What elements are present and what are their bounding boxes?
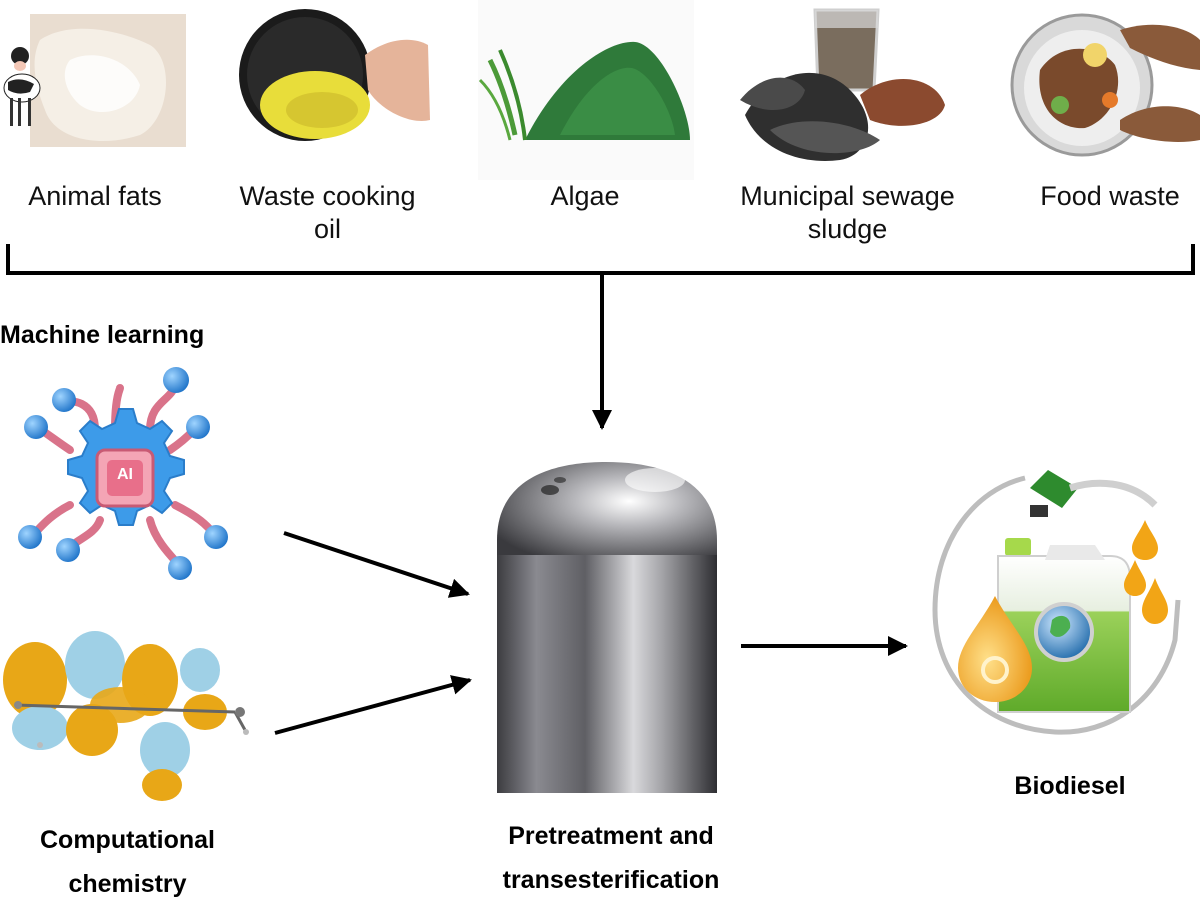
machine-learning-label: Machine learning: [0, 321, 205, 349]
biodiesel-canister-icon: [932, 470, 1181, 735]
cow-and-fat-photo: [3, 14, 186, 147]
biodiesel-label: Biodiesel: [1014, 772, 1126, 800]
feedstock-label-algae: Algae: [550, 181, 620, 211]
molecular-orbital-icon: [3, 631, 249, 801]
sewage-sludge-photo: [740, 8, 945, 161]
food-waste-plate-photo: [1010, 13, 1200, 157]
arrow-ml-to-reactor: [283, 531, 470, 598]
ai-gear-icon: [18, 367, 228, 580]
feedstock-label-animal-fats: Animal fats: [28, 181, 162, 211]
feedstock-bracket: [6, 244, 1195, 275]
computational-chemistry-label: Computational chemistry: [40, 826, 215, 898]
reactor-vessel-icon: [497, 462, 717, 793]
cooking-oil-pan-photo: [239, 9, 430, 141]
feedstock-label-municipal-sewage-sludge: Municipal sewage sludge: [740, 181, 955, 244]
feedstock-label-waste-cooking-oil: Waste cooking oil: [239, 181, 416, 244]
ai-chip-label: AI: [117, 466, 133, 483]
algae-powder-photo: [478, 0, 694, 180]
arrow-chem-to-reactor: [274, 675, 472, 735]
feedstock-label-food-waste: Food waste: [1040, 181, 1180, 211]
process-label: Pretreatment and transesterification: [502, 822, 720, 894]
